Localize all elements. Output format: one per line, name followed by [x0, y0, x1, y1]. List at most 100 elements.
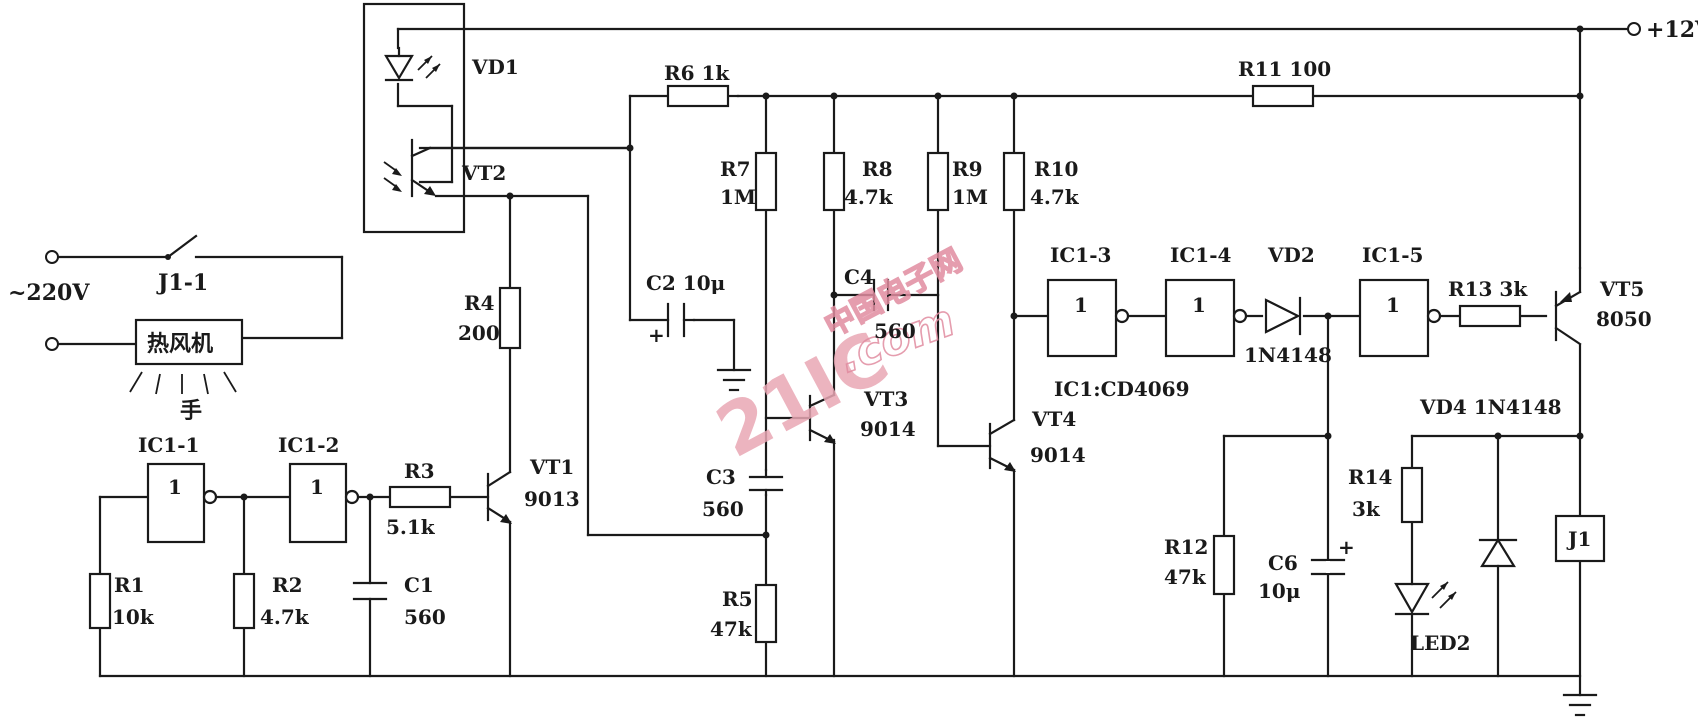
- vd2-diode: [1264, 296, 1302, 336]
- vd1-label: VD1: [471, 55, 519, 79]
- vt5-transistor: [1554, 266, 1582, 346]
- r11-resistor: [1251, 84, 1315, 108]
- r8-label: R8: [862, 157, 893, 181]
- r1-value: 10k: [112, 605, 155, 629]
- resistors: [88, 84, 1522, 644]
- j1-label: J1: [1566, 527, 1591, 551]
- gate-ic14-numeral: 1: [1192, 293, 1206, 317]
- vd2-value: 1N4148: [1244, 343, 1332, 367]
- vt4-label: VT4: [1031, 407, 1076, 431]
- c4-label: C4: [844, 265, 874, 289]
- junction-dots: [240, 25, 1584, 539]
- r7-label: R7: [720, 157, 751, 181]
- r3-resistor: [388, 485, 452, 509]
- c2-plus: +: [648, 323, 665, 347]
- r14-label: R14: [1348, 465, 1393, 489]
- watermark-logo: 21IC 中国电子网 .com: [703, 242, 969, 474]
- ic13-label: IC1-3: [1050, 243, 1111, 267]
- vt4-value: 9014: [1030, 443, 1086, 467]
- ic14-label: IC1-4: [1170, 243, 1231, 267]
- vt3-transistor: [764, 393, 836, 444]
- r14-value: 3k: [1352, 497, 1381, 521]
- ic11-label: IC1-1: [138, 433, 199, 457]
- c4-value: 560: [874, 319, 916, 343]
- heater-box: [134, 318, 244, 366]
- j1-1-switch: [165, 234, 198, 260]
- r5-resistor: [754, 583, 778, 644]
- hand-label: 手: [180, 398, 202, 424]
- r8-resistor: [822, 151, 846, 212]
- ground-icon: [1562, 693, 1598, 717]
- c1-label: C1: [404, 573, 434, 597]
- air-stream-icon: [129, 371, 237, 395]
- r1-resistor: [88, 572, 112, 630]
- r5-label: R5: [722, 587, 753, 611]
- labels: +12V ~220V J1-1 热风机 手 VD1 VT2 R6 1k R11 …: [8, 17, 1698, 655]
- c3-label: C3: [706, 465, 736, 489]
- c6-value: 10μ: [1258, 579, 1300, 603]
- r4-value: 200: [458, 321, 500, 345]
- gate-ic13-numeral: 1: [1074, 293, 1088, 317]
- r4-label: R4: [464, 291, 495, 315]
- vt3-label: VT3: [863, 387, 908, 411]
- gate-ic12-numeral: 1: [310, 475, 324, 499]
- inverter-gates: [146, 278, 1442, 544]
- vt1-value: 9013: [524, 487, 580, 511]
- ac-label: ~220V: [8, 280, 90, 306]
- r9-resistor: [926, 151, 950, 212]
- r1-label: R1: [114, 573, 145, 597]
- c2-ground-icon: [716, 368, 752, 392]
- c6-plus: +: [1338, 535, 1355, 559]
- j11-label: J1-1: [156, 270, 208, 296]
- gate-ic11-numeral: 1: [168, 475, 182, 499]
- ic1-label: IC1:CD4069: [1054, 377, 1190, 401]
- r7-value: 1M: [720, 185, 756, 209]
- r2-resistor: [232, 572, 256, 630]
- vt1-label: VT1: [529, 455, 574, 479]
- vt5-value: 8050: [1596, 307, 1652, 331]
- ic12-label: IC1-2: [278, 433, 339, 457]
- r2-label: R2: [272, 573, 303, 597]
- relay-j1: [1554, 514, 1606, 563]
- r7-resistor: [754, 151, 778, 212]
- r12-resistor: [1212, 534, 1236, 596]
- vt4-transistor: [988, 418, 1016, 472]
- r3-label: R3: [404, 459, 435, 483]
- capacitors: [352, 278, 1346, 601]
- vd2-label: VD2: [1267, 243, 1315, 267]
- r12-label: R12: [1164, 535, 1208, 559]
- vt1-transistor: [486, 470, 512, 678]
- vt3-value: 9014: [860, 417, 916, 441]
- r3-value: 5.1k: [386, 515, 436, 539]
- gate-ic15-numeral: 1: [1386, 293, 1400, 317]
- r6-label: R6 1k: [664, 61, 730, 85]
- vd4-label: VD4 1N4148: [1419, 395, 1562, 419]
- r11-label: R11 100: [1238, 57, 1331, 81]
- ic15-label: IC1-5: [1362, 243, 1423, 267]
- r2-value: 4.7k: [260, 605, 310, 629]
- r14-resistor: [1400, 466, 1424, 524]
- heater-label: 热风机: [147, 331, 213, 357]
- vt2-label: VT2: [461, 161, 506, 185]
- r9-label: R9: [952, 157, 983, 181]
- r13-resistor: [1458, 304, 1522, 328]
- c6-label: C6: [1268, 551, 1298, 575]
- vt5-label: VT5: [1599, 277, 1644, 301]
- supply-label: +12V: [1646, 17, 1698, 43]
- terminals: [45, 22, 1641, 351]
- optocoupler: [362, 2, 466, 234]
- r9-value: 1M: [952, 185, 988, 209]
- r12-value: 47k: [1164, 565, 1207, 589]
- led2-icon: [1394, 581, 1457, 616]
- c2-label: C2 10μ: [646, 271, 725, 295]
- vd4-diode: [1478, 537, 1518, 568]
- c3-value: 560: [702, 497, 744, 521]
- r4-resistor: [498, 286, 522, 350]
- r10-value: 4.7k: [1030, 185, 1080, 209]
- r10-resistor: [1002, 151, 1026, 212]
- led2-label: LED2: [1410, 631, 1471, 655]
- r5-value: 47k: [710, 617, 753, 641]
- r13-label: R13 3k: [1448, 277, 1528, 301]
- r10-label: R10: [1034, 157, 1078, 181]
